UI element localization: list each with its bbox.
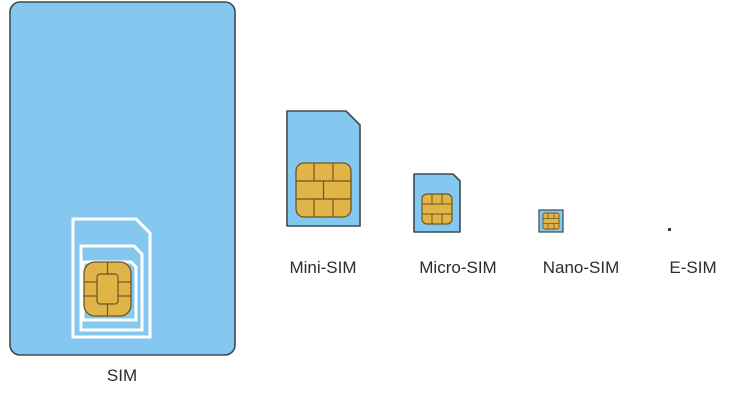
nano-sim-card: [538, 209, 564, 233]
micro-sim-card: [413, 173, 461, 233]
e-sim-label: E-SIM: [669, 258, 717, 277]
micro-sim-chip: [421, 193, 453, 225]
nano-sim-label: Nano-SIM: [542, 258, 620, 277]
e-sim-chip: [668, 228, 671, 231]
nano-sim-chip: [542, 212, 560, 230]
mini-sim-card: [286, 110, 361, 227]
sim-label: SIM: [106, 366, 138, 385]
mini-sim-label: Mini-SIM: [289, 258, 357, 277]
sim-card: [9, 1, 236, 356]
mini-sim-chip: [295, 162, 352, 218]
micro-sim-label: Micro-SIM: [419, 258, 497, 277]
sim-chip: [83, 261, 132, 317]
